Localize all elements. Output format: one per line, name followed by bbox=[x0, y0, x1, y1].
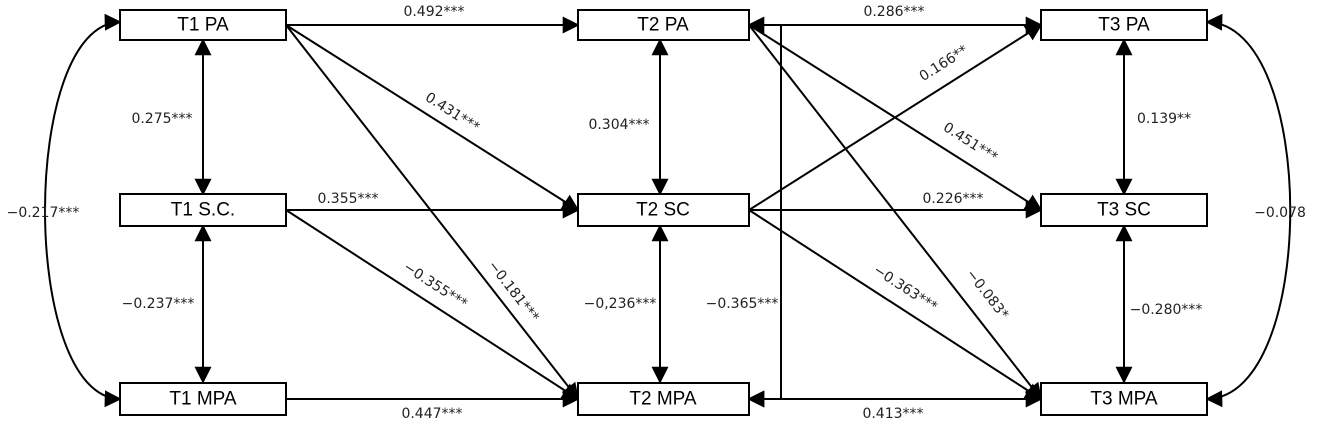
label-t3pa-t3sc: 0.139** bbox=[1137, 111, 1191, 127]
label-t1pa-t2sc: 0.431*** bbox=[422, 90, 482, 136]
label-t1pa-t1sc: 0.275*** bbox=[131, 111, 192, 127]
node-label: T2 MPA bbox=[629, 389, 697, 410]
node-label: T3 PA bbox=[1098, 15, 1150, 36]
label-t1sc-t2sc: 0.355*** bbox=[317, 191, 378, 207]
edge-t1pa-t2mpa bbox=[285, 24, 580, 401]
label-t2sc-t3mpa: −0.363*** bbox=[870, 262, 940, 315]
node-label: T1 MPA bbox=[169, 389, 237, 410]
node-label: T3 MPA bbox=[1090, 389, 1158, 410]
edge-t2sc-t3pa bbox=[748, 24, 1043, 211]
node-t2-mpa: T2 MPA bbox=[577, 382, 750, 416]
node-label: T1 S.C. bbox=[171, 200, 235, 221]
node-t2-sc: T2 SC bbox=[577, 193, 750, 227]
node-label: T2 SC bbox=[636, 200, 690, 221]
node-label: T3 SC bbox=[1097, 200, 1151, 221]
edge-t3pa-t3mpa bbox=[1205, 13, 1292, 408]
node-t3-pa: T3 PA bbox=[1040, 9, 1208, 41]
node-t3-sc: T3 SC bbox=[1040, 193, 1208, 227]
node-t2-pa: T2 PA bbox=[577, 9, 750, 41]
edge-t1pa-t2sc bbox=[285, 24, 580, 211]
label-t3sc-t3mpa: −0.280*** bbox=[1130, 302, 1203, 318]
label-t2pa-t2mpa: −0.365*** bbox=[706, 296, 779, 312]
label-t2sc-t3sc: 0.226*** bbox=[922, 191, 983, 207]
edge-t2pa-t2mpa bbox=[747, 25, 782, 408]
label-t2pa-t3sc: 0.451*** bbox=[940, 120, 1000, 166]
edge-t2sc-t3mpa bbox=[748, 209, 1043, 400]
edge-t2pa-t3mpa bbox=[748, 24, 1043, 401]
label-t2pa-t3pa: 0.286*** bbox=[863, 4, 924, 20]
node-t3-mpa: T3 MPA bbox=[1040, 382, 1208, 416]
edge-t1pa-t1mpa bbox=[44, 13, 122, 408]
label-t1sc-t2mpa: −0.355*** bbox=[400, 259, 470, 312]
label-t1sc-t1mpa: −0.237*** bbox=[122, 296, 195, 312]
label-t1pa-t1mpa: −0.217*** bbox=[7, 205, 80, 221]
node-t1-pa: T1 PA bbox=[119, 9, 287, 41]
node-t1-sc: T1 S.C. bbox=[119, 193, 287, 227]
label-t3pa-t3mpa: −0.078 bbox=[1254, 205, 1306, 221]
label-t2pa-t2sc: 0.304*** bbox=[588, 117, 649, 133]
edge-t1sc-t2mpa bbox=[285, 209, 580, 400]
node-label: T1 PA bbox=[177, 15, 229, 36]
node-t1-mpa: T1 MPA bbox=[119, 382, 287, 416]
label-t2sc-t2mpa: −0,236*** bbox=[584, 296, 657, 312]
node-label: T2 PA bbox=[637, 15, 689, 36]
label-t1mpa-t2mpa: 0.447*** bbox=[401, 406, 462, 422]
label-t2pa-t3mpa: −0.083* bbox=[963, 266, 1012, 322]
label-t2sc-t3pa: 0.166** bbox=[917, 42, 971, 84]
label-t2mpa-t3mpa: 0.413*** bbox=[862, 406, 923, 422]
label-t1pa-t2pa: 0.492*** bbox=[403, 4, 464, 20]
